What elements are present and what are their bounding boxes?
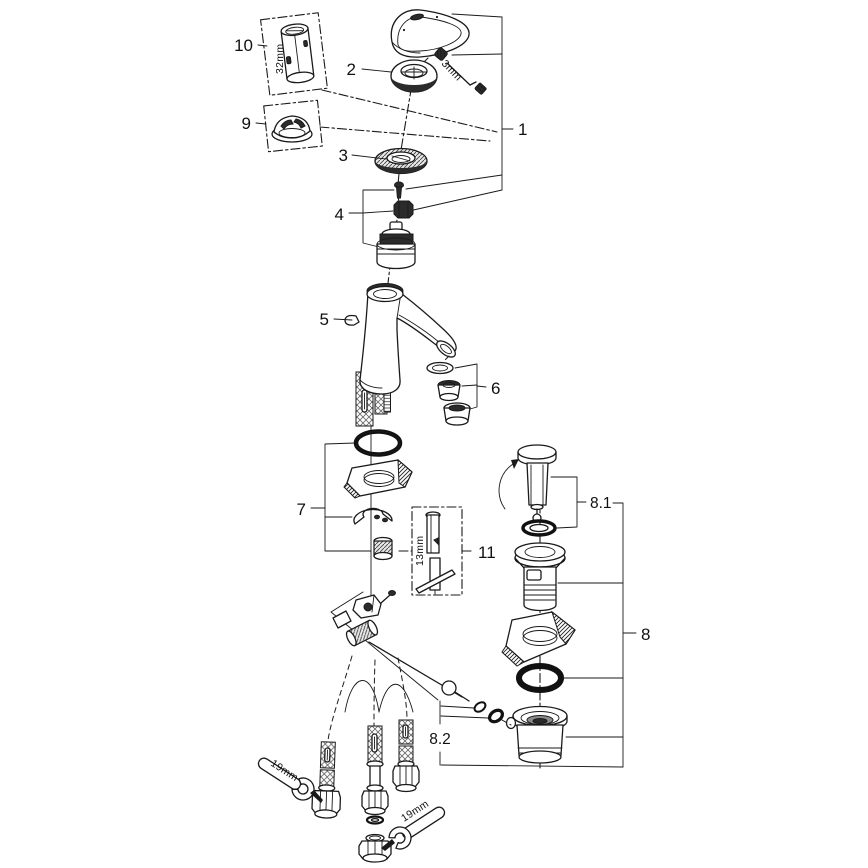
size-32mm-label: 32mm: [274, 44, 286, 74]
part-8-1-number: 8.1: [590, 495, 612, 512]
part-2-cap-ring: 2: [347, 59, 438, 93]
part-10-service-tool: 32mm 10: [234, 12, 328, 96]
supply-hoses-group: [311, 655, 420, 863]
part-9-cap: 9: [242, 99, 323, 153]
part-1-number: 1: [518, 120, 527, 139]
callout-1-bracket: [405, 13, 514, 212]
center-axis-lines: [319, 57, 541, 769]
part-8-number: 8: [641, 625, 650, 644]
size-13mm-label: 13mm: [414, 536, 426, 566]
size-3mm-label: 3mm: [439, 58, 464, 84]
part-6-number: 6: [491, 379, 500, 398]
part-8-2-number: 8.2: [429, 731, 451, 748]
part-3-number: 3: [339, 146, 348, 165]
arrow-icon: [381, 839, 395, 851]
part-7-mounting-group: 7: [297, 429, 413, 561]
part-8-drain-set: 8: [440, 542, 650, 768]
part-7-number: 7: [297, 500, 306, 519]
part-1-lever-handle: 1: [390, 9, 527, 139]
part-10-number: 10: [234, 36, 253, 55]
part-8-2-rod-assembly: 8.2: [330, 590, 512, 766]
mounting-washer-and-nut: [358, 815, 392, 863]
part-3-mounting-ring: 3: [339, 146, 428, 175]
part-9-number: 9: [242, 114, 251, 133]
part-11-socket-tool: 13mm 11: [398, 506, 496, 596]
part-5-faucet-body: 5: [320, 283, 457, 427]
hose-right: [392, 719, 420, 793]
part-6-aerator-group: 6: [426, 355, 500, 426]
open-end-wrench-icon: [388, 806, 446, 850]
part-4-cartridge-group: 4: [335, 181, 416, 270]
hose-left: [311, 741, 342, 819]
open-end-wrench-icon: [257, 757, 315, 801]
part-11-number: 11: [478, 543, 496, 562]
arrow-icon: [310, 790, 323, 803]
hose-middle: [361, 725, 389, 816]
part-5-number: 5: [320, 310, 329, 329]
part-8-1-popup-plug: 8.1: [498, 444, 624, 768]
wrench-19mm-bottom: 19mm: [381, 798, 446, 851]
part-4-number: 4: [335, 205, 344, 224]
part-2-number: 2: [347, 60, 356, 79]
